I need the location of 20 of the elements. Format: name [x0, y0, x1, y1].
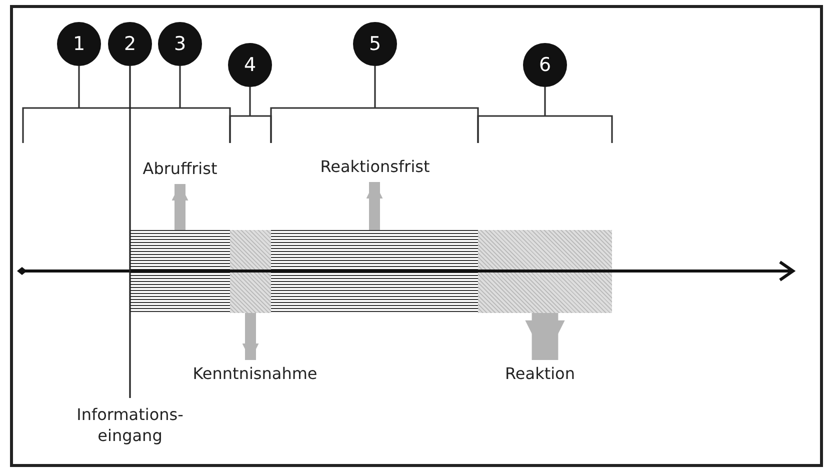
- period-label: Abruffrist: [125, 158, 235, 180]
- callout-number: 1: [57, 22, 101, 66]
- callout-number: 4: [228, 43, 272, 87]
- arrow: [525, 313, 565, 360]
- timeline-segment: [271, 230, 478, 313]
- callout-number: 3: [158, 22, 202, 66]
- event-label: Informations- eingang: [60, 404, 200, 448]
- timeline-segment: [230, 230, 271, 313]
- timeline-segment: [130, 230, 230, 313]
- callout-number: 5: [353, 22, 397, 66]
- event-label: Reaktion: [485, 363, 595, 385]
- callout-number: 2: [108, 22, 152, 66]
- callout-number: 6: [523, 43, 567, 87]
- arrow: [366, 182, 383, 230]
- arrow: [242, 313, 259, 360]
- leader-line: [129, 66, 131, 398]
- event-label: Kenntnisnahme: [185, 363, 325, 385]
- period-label: Reaktionsfrist: [300, 156, 450, 178]
- arrow: [172, 184, 188, 230]
- timeline-segment: [478, 230, 612, 313]
